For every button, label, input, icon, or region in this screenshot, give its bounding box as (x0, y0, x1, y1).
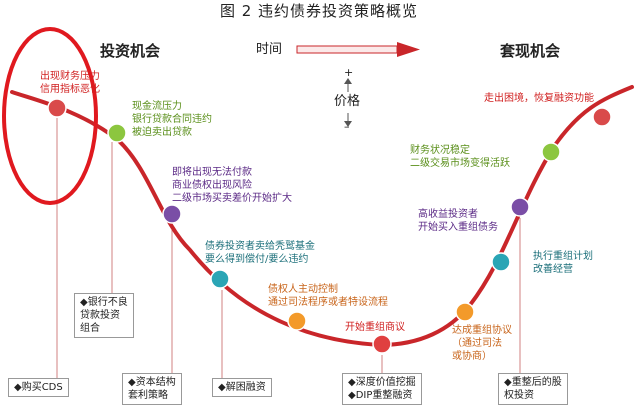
stage-dot-9 (510, 197, 530, 217)
heading-cashout-opportunity: 套现机会 (500, 42, 561, 60)
highlight-ring (2, 27, 98, 205)
price-plus: + (344, 66, 354, 79)
stage-dot-3 (162, 204, 182, 224)
strategy-box-rescue-financing: ◆解困融资 (212, 378, 272, 397)
strategy-box-post-reorg-equity: ◆重整后的股权投资 (498, 373, 568, 405)
price-minus: – (344, 120, 350, 133)
stage-dots (47, 98, 612, 354)
strategy-box-cds: ◆购买CDS (8, 378, 69, 397)
stage-label-7: 达成重组协议（通过司法或协商） (452, 325, 512, 362)
stage-label-1: 出现财务压力信用指标恶化 (40, 71, 100, 95)
time-arrow (296, 42, 420, 57)
stage-label-9: 高收益投资者开始买入重组债务 (418, 209, 498, 233)
strategy-box-bank-npl: ◆银行不良贷款投资组合 (74, 293, 134, 338)
stage-dot-1 (47, 98, 67, 118)
price-label: 价格 (334, 94, 361, 109)
stage-dot-6 (372, 334, 392, 354)
stage-label-11: 走出困境，恢复融资功能 (484, 93, 594, 104)
figure-title: 图 2 违约债券投资策略概览 (219, 2, 419, 20)
connectors (56, 118, 521, 378)
stage-dot-4 (210, 269, 230, 289)
time-label: 时间 (256, 42, 283, 57)
stage-dot-8 (491, 252, 511, 272)
price-arrows (344, 78, 352, 127)
stage-dot-10 (541, 142, 561, 162)
stage-label-3: 即将出现无法付款商业债权出现风险二级市场买卖差价开始扩大 (172, 167, 292, 204)
strategy-box-deep-value-dip: ◆深度价值挖掘◆DIP重整融资 (342, 373, 422, 405)
strategy-box-capital-arbitrage: ◆资本结构套利策略 (122, 373, 182, 405)
stage-dot-5 (287, 311, 307, 331)
stage-label-5: 债权人主动控制通过司法程序或者特设流程 (268, 284, 388, 308)
stage-label-2: 现金流压力银行贷款合同违约被迫卖出贷款 (132, 101, 212, 138)
stage-label-10: 财务状况稳定二级交易市场变得活跃 (410, 145, 510, 169)
stage-dot-7 (455, 302, 475, 322)
stage-label-8: 执行重组计划改善经营 (533, 251, 593, 275)
heading-invest-opportunity: 投资机会 (100, 42, 161, 60)
stage-label-6: 开始重组商议 (345, 322, 405, 333)
stage-dot-2 (107, 123, 127, 143)
price-curve (10, 85, 634, 348)
stage-dot-11 (592, 107, 612, 127)
stage-label-4: 债券投资者卖给秃鹫基金要么得到偿付/要么违约 (205, 241, 315, 265)
